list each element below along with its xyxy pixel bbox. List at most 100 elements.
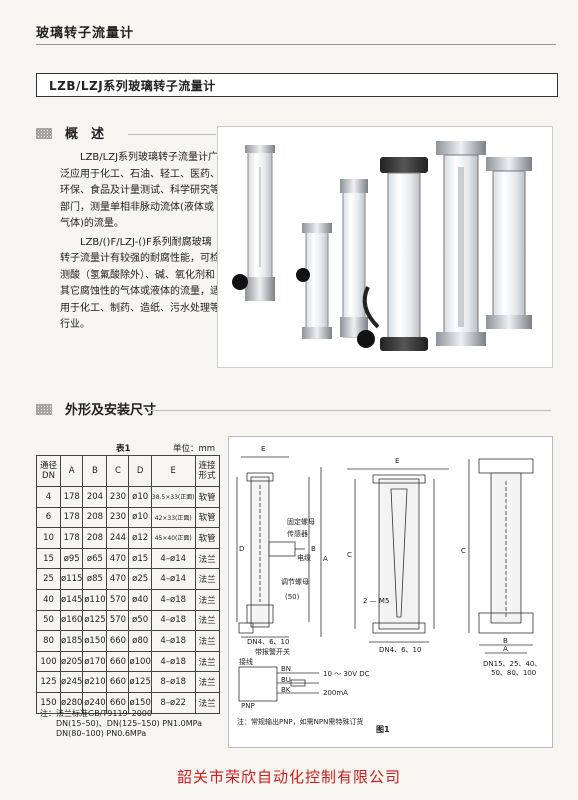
- table-cell: 45×40(正面): [150, 527, 196, 549]
- table-cell: 50: [36, 609, 61, 632]
- table-cell: ø240: [82, 691, 108, 714]
- note-line: DN(80–100) PN0.6MPa: [56, 729, 147, 738]
- large-flowmeter-2: [436, 141, 486, 346]
- label-dn-small2: DN4、6、10: [379, 646, 422, 654]
- label-bk: BK: [281, 686, 291, 694]
- table-cell: ø110: [82, 588, 108, 611]
- table-caption: 表1: [116, 444, 131, 454]
- large-flowmeter-3: [486, 157, 532, 329]
- table-cell: 80: [36, 630, 61, 652]
- table-cell: 法兰: [194, 588, 220, 611]
- company-name: 韶关市荣欣自动化控制有限公司: [176, 768, 401, 786]
- table-cell: ø100: [128, 650, 152, 673]
- table-cell: 4–ø14: [150, 547, 196, 570]
- table-header-cell: D: [128, 455, 152, 487]
- label-dn-small: DN4、6、10: [247, 638, 290, 646]
- table-cell: 42×33(正面): [150, 506, 196, 529]
- table-cell: 4–ø18: [150, 630, 196, 652]
- table-cell: ø85: [82, 568, 108, 590]
- table-cell: 208: [82, 506, 108, 529]
- label-adjust: 调节螺母: [281, 578, 309, 586]
- table-cell: 6: [36, 506, 61, 529]
- table-cell: ø65: [82, 547, 108, 570]
- table-cell: ø160: [59, 609, 84, 632]
- label-amp: 200mA: [323, 689, 348, 697]
- table-cell: ø15: [128, 547, 152, 570]
- label-alarm: 带报警开关: [255, 648, 290, 656]
- label-m5: 2 — M5: [363, 597, 390, 605]
- table-cell: 470: [106, 568, 130, 590]
- table-cell: ø40: [128, 588, 152, 611]
- table-cell: 4–ø18: [150, 650, 196, 673]
- table-cell: ø50: [128, 609, 152, 632]
- table-cell: 208: [82, 527, 108, 549]
- table-cell: ø210: [82, 671, 108, 693]
- product-title-box: LZB/LZJ系列玻璃转子流量计: [36, 73, 558, 97]
- overview-paragraph-2: LZB/()F/LZJ-()F系列耐腐玻璃转子流量计有较强的耐腐性能，可检测酸（…: [60, 236, 220, 331]
- small-flowmeter-3: [340, 179, 375, 348]
- table-cell: ø205: [59, 650, 84, 673]
- table-cell: 法兰: [194, 630, 220, 652]
- table-cell: 法兰: [194, 568, 220, 590]
- table-cell: 178: [59, 506, 84, 529]
- table-cell: 660: [106, 630, 130, 652]
- table-cell: 法兰: [194, 650, 220, 673]
- table-cell: 660: [106, 650, 130, 673]
- label-sensor: 传感器: [287, 530, 308, 538]
- table-cell: 软管: [194, 486, 220, 508]
- table-cell: 204: [82, 486, 108, 508]
- table-cell: 570: [106, 588, 130, 611]
- table-cell: 法兰: [194, 547, 220, 570]
- table-cell: 4–ø14: [150, 568, 196, 590]
- label-note: 注：常规输出PNP，如需NPN需特殊订货: [237, 718, 364, 726]
- dimensions-divider: [148, 410, 551, 411]
- table-cell: 40: [36, 588, 61, 611]
- table-cell: 软管: [194, 506, 220, 529]
- table-cell: 10: [36, 527, 61, 549]
- table-cell: ø150: [128, 691, 152, 714]
- small-flowmeter-2: [296, 223, 332, 339]
- note-line: 注：法兰标准GB/T9119–2000: [40, 709, 152, 718]
- table-cell: 法兰: [194, 609, 220, 632]
- table-header-cell: C: [106, 455, 130, 487]
- dim-label-d: D: [239, 545, 245, 553]
- table-header-cell: B: [82, 455, 108, 487]
- table-header-cell: A: [59, 455, 84, 487]
- table-cell: 570: [106, 609, 130, 632]
- overview-divider: [128, 134, 216, 135]
- table-cell: 8–ø18: [150, 671, 196, 693]
- dim-label-b2: B: [503, 637, 508, 645]
- table-cell: ø115: [59, 568, 84, 590]
- dimension-diagram: E B A D 固定螺母 传感器 电缆 调节螺母 (50) DN4、6、10 带…: [228, 436, 553, 748]
- dim-label-c: C: [347, 551, 352, 559]
- small-flowmeter-1: [232, 145, 275, 301]
- table-cell: 230: [106, 486, 130, 508]
- overview-text: LZB/LZJ系列玻璃转子流量计广泛应用于化工、石油、轻工、医药、环保、食品及计…: [60, 150, 220, 336]
- page-header-title: 玻璃转子流量计: [36, 26, 135, 41]
- table-cell: ø10: [128, 506, 152, 529]
- dimensions-title: 外形及安装尺寸: [65, 403, 157, 418]
- table-cell: 38.5×33(正面): [150, 486, 196, 508]
- table-notes: 注：法兰标准GB/T9119–2000 DN(15–50)、DN(125–150…: [40, 709, 202, 739]
- table-cell: 法兰: [194, 671, 220, 693]
- overview-paragraph-1: LZB/LZJ系列玻璃转子流量计广泛应用于化工、石油、轻工、医药、环保、食品及计…: [60, 152, 220, 229]
- table-cell: ø10: [128, 486, 152, 508]
- table-cell: 法兰: [194, 691, 220, 714]
- label-bn: BN: [281, 665, 292, 673]
- table-cell: ø12: [128, 527, 152, 549]
- label-volt: 10 ～ 30V DC: [323, 670, 370, 678]
- table-cell: 15: [36, 547, 61, 570]
- label-cable: 电缆: [297, 554, 311, 562]
- table-cell: ø185: [59, 630, 84, 652]
- table-cell: 125: [36, 671, 61, 693]
- large-flowmeter-1: [362, 157, 428, 351]
- label-dn-large: DN15、25、40、: [483, 660, 542, 668]
- table-cell: ø125: [82, 609, 108, 632]
- dim-label-b: B: [311, 545, 316, 553]
